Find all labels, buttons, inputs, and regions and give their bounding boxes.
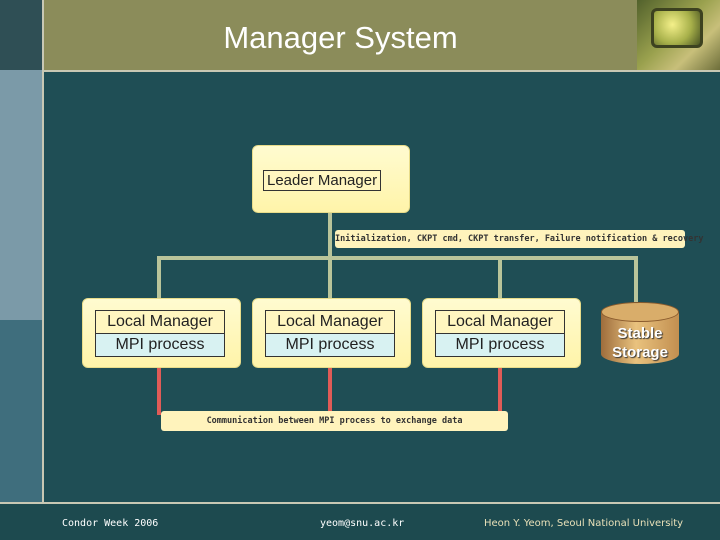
storage-cylinder-top [601, 302, 679, 322]
left-divider [42, 0, 44, 502]
data-drop-3 [498, 367, 502, 415]
leader-manager-label: Leader Manager [263, 170, 382, 191]
stable-storage-cylinder: Stable Storage [601, 302, 679, 368]
left-band-top [0, 0, 42, 70]
mpi-process-label: MPI process [435, 333, 565, 357]
data-drop-2 [328, 367, 332, 415]
mpi-process-label: MPI process [265, 333, 395, 357]
slide-title: Manager System [223, 20, 458, 55]
computer-monitor-image [637, 0, 720, 70]
control-drop-1 [157, 256, 161, 302]
storage-label-line2: Storage [612, 344, 668, 361]
footer-event: Condor Week 2006 [62, 518, 159, 529]
control-drop-storage [634, 256, 638, 302]
title-divider [44, 70, 720, 72]
local-manager-label: Local Manager [95, 310, 225, 334]
leader-connector [328, 187, 332, 257]
mpi-process-label: MPI process [95, 333, 225, 357]
control-drop-3 [498, 256, 502, 302]
data-link-note: Communication between MPI process to exc… [161, 411, 508, 431]
control-link-note: Initialization, CKPT cmd, CKPT transfer,… [335, 230, 703, 248]
local-manager-label: Local Manager [265, 310, 395, 334]
footer-email: yeom@snu.ac.kr [320, 518, 405, 529]
control-drop-2 [328, 256, 332, 302]
footer-author: Heon Y. Yeom, Seoul National University [484, 518, 684, 529]
storage-label-line1: Stable [617, 325, 663, 342]
footer-divider [0, 502, 720, 504]
local-manager-label: Local Manager [435, 310, 565, 334]
data-drop-1 [157, 367, 161, 415]
diagram-area [44, 72, 720, 502]
footer [0, 504, 720, 540]
monitor-screen [651, 8, 703, 48]
control-bus [157, 256, 638, 260]
left-decorative-band [0, 0, 42, 540]
title-band [44, 0, 637, 70]
